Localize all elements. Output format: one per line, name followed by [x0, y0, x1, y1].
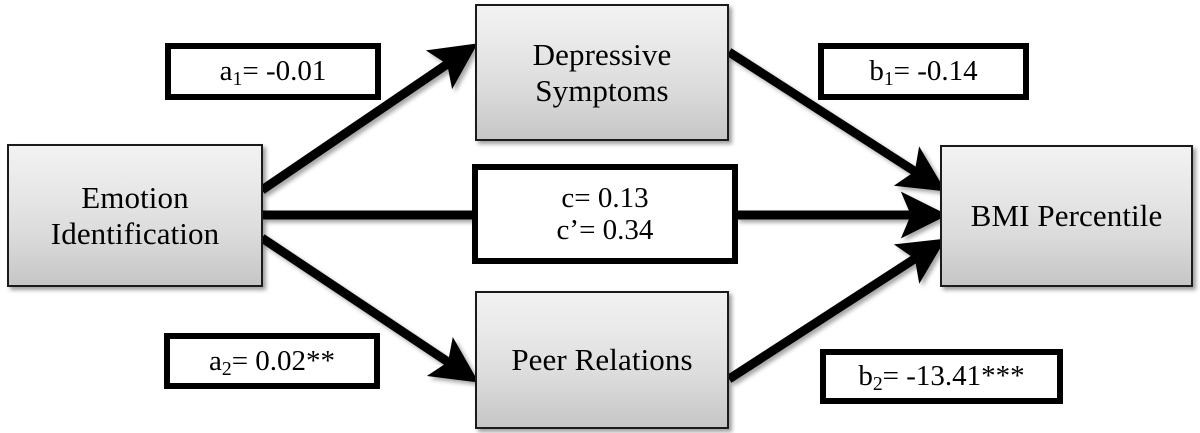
- coefficient-a1-symbol: a: [219, 55, 233, 88]
- node-emotion-identification-label: Emotion Identification: [45, 180, 225, 251]
- coefficient-label-c-text: c= 0.13 c’= 0.34: [557, 182, 654, 247]
- node-emotion-identification-label-line2: Identification: [50, 215, 220, 251]
- node-peer-relations[interactable]: Peer Relations: [475, 291, 729, 429]
- coefficient-label-b2-text: b2= -13.41***: [858, 360, 1025, 396]
- coefficient-label-a1[interactable]: a1= -0.01: [165, 43, 381, 100]
- node-emotion-identification[interactable]: Emotion Identification: [7, 144, 263, 287]
- coefficient-c-row: c= 0.13: [561, 181, 649, 214]
- coefficient-label-b1[interactable]: b1= -0.14: [818, 43, 1029, 100]
- node-depressive-symptoms[interactable]: Depressive Symptoms: [475, 4, 729, 141]
- coefficient-label-c-and-c-prime[interactable]: c= 0.13 c’= 0.34: [472, 164, 738, 264]
- node-bmi-percentile-label: BMI Percentile: [965, 198, 1169, 234]
- coefficient-label-a1-text: a1= -0.01: [219, 55, 327, 91]
- coefficient-a2-value: = 0.02**: [231, 344, 336, 377]
- coefficient-a1-subscript: 1: [232, 68, 243, 91]
- node-depressive-symptoms-label: Depressive Symptoms: [527, 37, 678, 108]
- coefficient-a1-value: = -0.01: [242, 55, 327, 88]
- coefficient-label-a2[interactable]: a2= 0.02**: [164, 333, 380, 389]
- coefficient-a2-subscript: 2: [221, 357, 232, 380]
- node-bmi-percentile-label-line1: BMI Percentile: [970, 198, 1163, 234]
- coefficient-a2-symbol: a: [208, 344, 222, 377]
- coefficient-b2-subscript: 2: [872, 373, 883, 396]
- node-peer-relations-label: Peer Relations: [505, 342, 698, 378]
- coefficient-c-prime-row: c’= 0.34: [556, 214, 654, 246]
- coefficient-b1-symbol: b: [869, 55, 884, 88]
- coefficient-b1-value: = -0.14: [893, 55, 978, 88]
- coefficient-label-b1-text: b1= -0.14: [869, 55, 978, 91]
- node-bmi-percentile[interactable]: BMI Percentile: [940, 145, 1193, 287]
- coefficient-b2-value: = -13.41***: [882, 360, 1025, 393]
- coefficient-b1-subscript: 1: [883, 68, 894, 91]
- coefficient-label-a2-text: a2= 0.02**: [208, 344, 336, 380]
- node-emotion-identification-label-line1: Emotion: [81, 179, 189, 215]
- coefficient-label-b2[interactable]: b2= -13.41***: [820, 349, 1063, 404]
- node-peer-relations-label-line1: Peer Relations: [511, 342, 693, 378]
- coefficient-b2-symbol: b: [858, 360, 873, 393]
- node-depressive-symptoms-label-line1: Depressive: [532, 36, 672, 72]
- node-depressive-symptoms-label-line2: Symptoms: [535, 72, 669, 108]
